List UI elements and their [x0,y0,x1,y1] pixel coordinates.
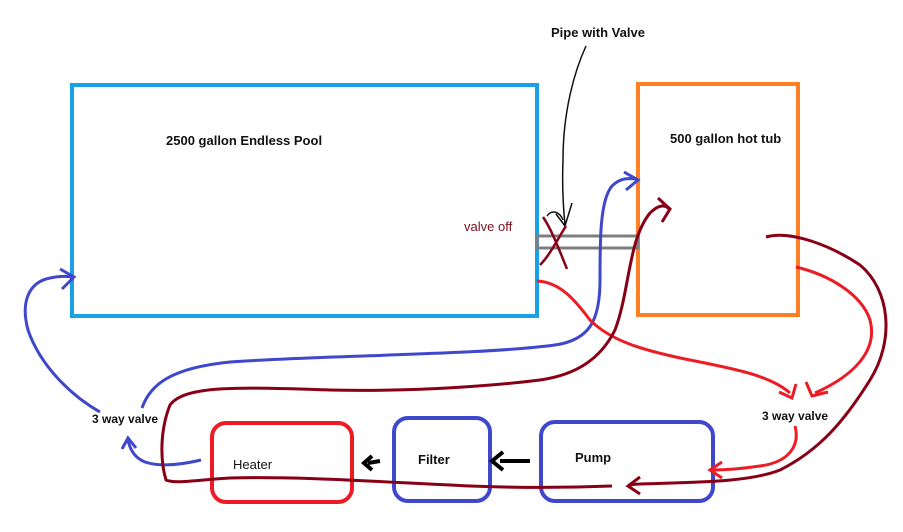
filter-label: Filter [418,452,450,467]
valve-off-label: valve off [464,219,513,234]
maroon-flow-bottom-to-tub [160,204,671,489]
red-arrowhead-pump [707,460,723,480]
three-way-valve-right-label: 3 way valve [762,409,829,423]
maroon-arrowhead-pump [625,475,641,496]
filter-box [392,416,492,503]
maroon-arrowhead-tub [656,196,672,223]
valve-off-x [539,216,569,270]
blue-arrowhead-tub [623,170,641,192]
red-arrowhead-right-valve [778,383,798,401]
hot-tub-label: 500 gallon hot tub [670,131,782,146]
blue-flow-valve-to-tub [140,177,637,409]
red-flow-pool-to-right-valve [536,279,792,395]
heater-label: Heater [233,457,273,472]
hot-tub [636,82,800,317]
pool-label: 2500 gallon Endless Pool [166,133,323,148]
red-flow-valve-to-pump [711,425,798,472]
arrow-filter-to-heater [367,459,381,465]
pipe-pointer-hook [546,211,564,221]
three-way-valve-left-label: 3 way valve [92,412,159,426]
blue-arrowhead-pool [59,267,77,291]
heater-box [210,421,354,504]
connecting-pipe [535,234,640,250]
blue-flow-heater-to-valve [126,439,202,467]
pipe-pointer-line [561,45,587,226]
pump-box [539,420,715,503]
red-arrowhead-tub-valve [804,381,829,398]
pool-tank [70,83,539,318]
arrow-filter-to-heater-head [360,454,374,472]
blue-flow-valve-to-pool [23,274,101,414]
red-flow-tub-to-right-valve [795,265,873,395]
maroon-flow-tub-drain-loop [629,233,888,487]
arrow-pump-to-filter-head [488,450,505,472]
pump-label: Pump [575,450,612,465]
blue-arrowhead-valve [120,435,138,450]
pipe-with-valve-label: Pipe with Valve [551,25,645,40]
